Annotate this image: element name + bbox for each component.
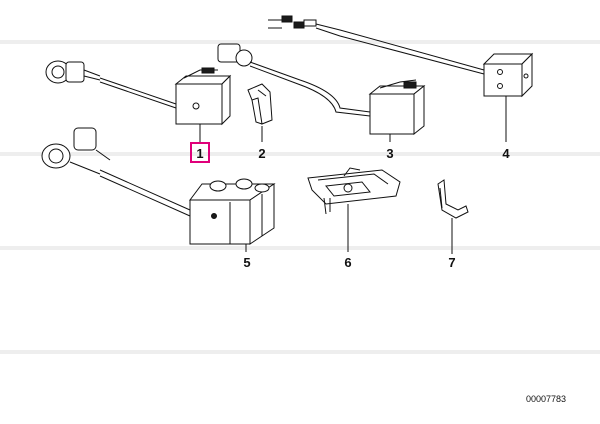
part-1-highlight-box	[190, 142, 210, 163]
part-4-label[interactable]: 4	[502, 146, 510, 161]
part-6-illustration[interactable]	[307, 167, 401, 252]
watermark	[0, 40, 600, 354]
part-4-illustration[interactable]	[268, 15, 534, 142]
part-5-label[interactable]: 5	[243, 255, 250, 270]
part-5-illustration[interactable]	[41, 127, 276, 252]
part-2-illustration[interactable]	[247, 83, 273, 142]
diagram-reference-code: 00007783	[526, 394, 566, 404]
part-7-label[interactable]: 7	[448, 255, 455, 270]
part-6-label[interactable]: 6	[344, 255, 351, 270]
part-7-illustration[interactable]	[437, 179, 469, 254]
part-3-label[interactable]: 3	[386, 146, 393, 161]
part-1-illustration[interactable]	[45, 60, 232, 142]
part-2-label[interactable]: 2	[258, 146, 265, 161]
part-3-illustration[interactable]	[217, 43, 426, 142]
part-1-label[interactable]: 1	[196, 146, 203, 161]
